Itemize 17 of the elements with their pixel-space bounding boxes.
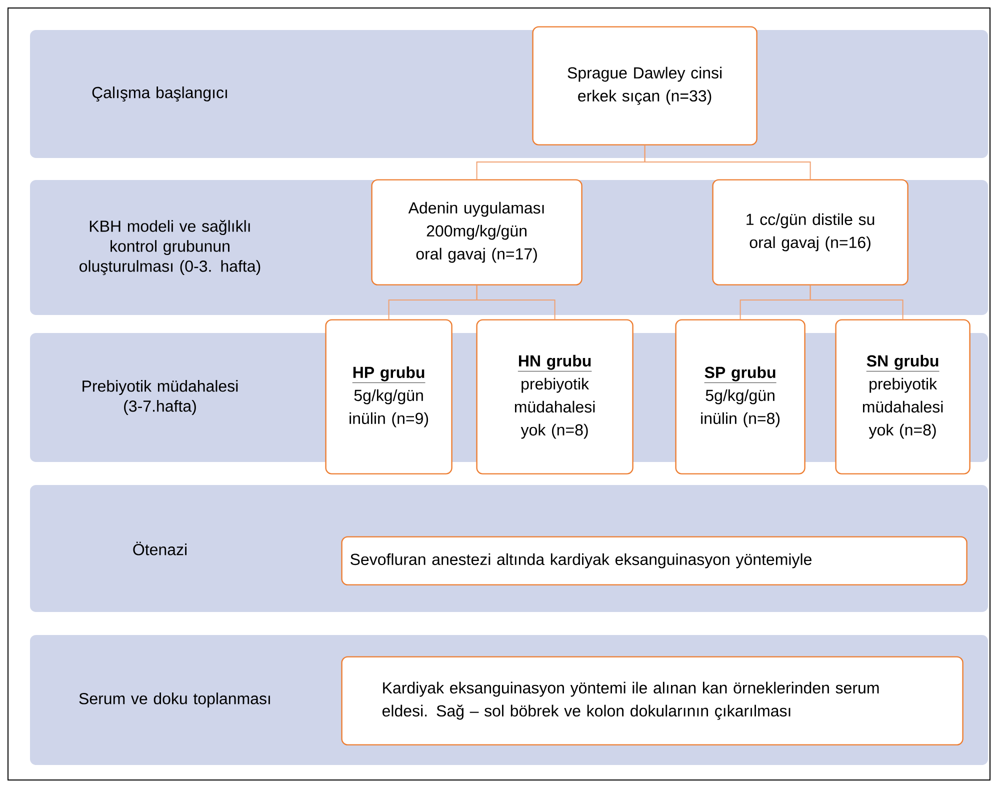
process-box: Sprague Dawley cinsi erkek sıçan (n=33) [532, 26, 758, 146]
connector-line [644, 144, 811, 180]
band-label: Serum ve doku toplanması [79, 692, 270, 708]
connector-line [810, 284, 904, 320]
process-box: SN grubu prebiyotik müdahalesi yok (n=8) [835, 319, 970, 474]
process-box: Adenin uygulaması 200mg/kg/gün oral gavaj (n=17) [371, 179, 582, 286]
process-box: HN grubu prebiyotik müdahalesi yok (n=8) [476, 319, 634, 474]
process-box: Sevofluran anestezi altında kardiyak eksanguinasyon yöntemiyle [341, 536, 968, 586]
process-box: SP grubu 5g/kg/gün inülin (n=8) [675, 319, 806, 474]
band-label: KBH modeli ve sağlıklı kontrol grubunun oluşturulması (0-3. hafta) [80, 220, 260, 276]
band-label: Çalışma başlangıcı [92, 86, 227, 102]
band-label: Ötenazi [133, 542, 186, 556]
band-label: Prebiyotik müdahalesi (3-7.hafta) [82, 380, 238, 415]
process-box: 1 cc/gün distile su oral gavaj (n=16) [712, 179, 908, 286]
process-box: Kardiyak eksanguinasyon yöntemi ile alınan kan örneklerinden serum eldesi. Sağ – sol böbrek ve kolon dokularının çıkarılması [341, 656, 964, 746]
connector-line [476, 284, 556, 320]
process-box: HP grubu 5g/kg/gün inülin (n=9) [325, 319, 452, 474]
